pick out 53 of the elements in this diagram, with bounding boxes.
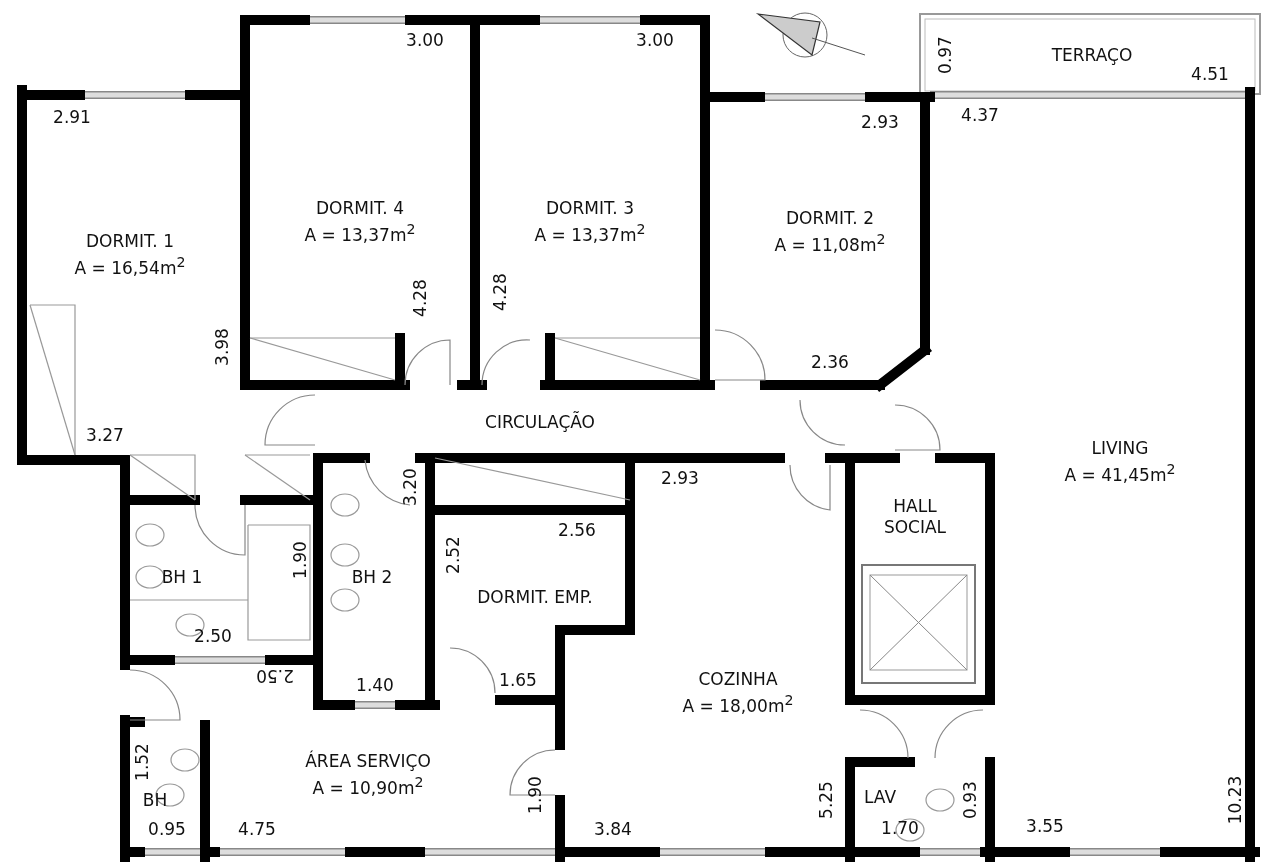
room-name: ÁREA SERVIÇO <box>305 751 431 773</box>
dimension-label: 10.23 <box>1225 775 1245 825</box>
room-name: HALL SOCIAL <box>882 496 948 538</box>
room-area: A = 13,37m$^{2}$ <box>304 219 416 246</box>
room-area: A = 10,90m$^{2}$ <box>305 772 431 799</box>
dimension-label: 0.95 <box>148 819 186 839</box>
dimension-label: 3.00 <box>636 30 674 50</box>
room-area: A = 41,45m$^{2}$ <box>1064 459 1176 486</box>
room-name: COZINHA <box>697 669 779 691</box>
dimension-label: 4.51 <box>1191 64 1229 84</box>
dimension-label: 2.56 <box>558 520 596 540</box>
room-name: DORMIT. 3 <box>545 198 635 220</box>
room-name: BH <box>142 789 168 811</box>
room-name: DORMIT. EMP. <box>477 586 593 608</box>
dimension-label: 4.75 <box>238 819 276 839</box>
dimension-label: 3.55 <box>1026 816 1064 836</box>
room-name: LAV <box>864 786 896 808</box>
room-area: A = 16,54m$^{2}$ <box>74 252 186 279</box>
dimension-label: 4.37 <box>961 105 999 125</box>
dimension-label: 3.00 <box>406 30 444 50</box>
dimension-label: 2.93 <box>861 112 899 132</box>
dimension-label: 2.52 <box>443 536 463 574</box>
dimension-label: 4.28 <box>410 279 430 317</box>
room-area: A = 18,00m$^{2}$ <box>682 690 794 717</box>
room-name: BH 2 <box>351 566 393 588</box>
room-name: LIVING <box>1090 438 1150 460</box>
dimension-label: 2.50 <box>194 626 232 646</box>
dimension-label: 3.84 <box>594 819 632 839</box>
dimension-label: 3.20 <box>400 468 420 506</box>
dimension-label: 1.65 <box>499 670 537 690</box>
dimension-label: 1.90 <box>290 541 310 579</box>
dimension-label: 3.98 <box>212 328 232 366</box>
dimension-label: 2.93 <box>661 468 699 488</box>
dimension-label: 3.27 <box>86 425 124 445</box>
room-name: DORMIT. 2 <box>785 208 875 230</box>
dimension-label: 1.52 <box>132 743 152 781</box>
dimension-label: 1.70 <box>881 818 919 838</box>
room-name: TERRAÇO <box>1051 44 1133 66</box>
dimension-label: 2.36 <box>811 352 849 372</box>
dimension-label: 2.50 <box>256 665 294 685</box>
room-name: CIRCULAÇÃO <box>485 411 595 433</box>
room-name: DORMIT. 1 <box>85 231 175 253</box>
dimension-label: 5.25 <box>816 781 836 819</box>
dimension-label: 4.28 <box>490 273 510 311</box>
room-name: BH 1 <box>161 566 203 588</box>
dimension-label: 0.93 <box>960 781 980 819</box>
dimension-label: 1.40 <box>356 675 394 695</box>
room-area: A = 11,08m$^{2}$ <box>774 229 886 256</box>
room-area: A = 13,37m$^{2}$ <box>534 219 646 246</box>
dimension-label: 2.91 <box>53 107 91 127</box>
room-name: DORMIT. 4 <box>315 198 405 220</box>
dimension-label: 1.90 <box>525 776 545 814</box>
dimension-label: 0.97 <box>935 36 955 74</box>
